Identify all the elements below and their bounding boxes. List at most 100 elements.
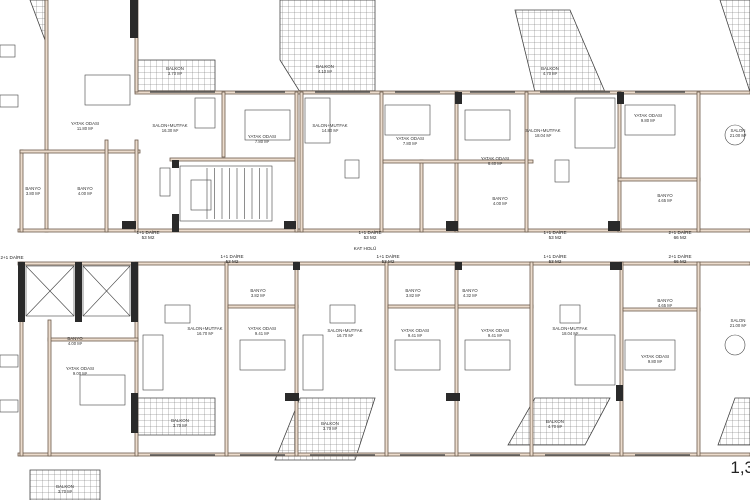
unit-area: 66 M2 xyxy=(674,235,687,240)
room-area: 6.40 M² xyxy=(488,161,503,166)
balcony xyxy=(29,0,46,41)
balcony xyxy=(719,0,750,93)
room-name: BALKON xyxy=(546,419,564,424)
room-area: 3.70 M² xyxy=(173,423,188,428)
room-area: 9.41 M² xyxy=(255,331,270,336)
room-name: SALON+MUTFAK xyxy=(152,123,187,128)
room-area: 3.82 M² xyxy=(251,293,266,298)
room-name: SALON+MUTFAK xyxy=(312,123,347,128)
room-area: 3.70 M² xyxy=(323,426,338,431)
balcony xyxy=(134,59,216,93)
room-area: 4.00 M² xyxy=(78,191,93,196)
room-area: 21.00 M² xyxy=(730,323,747,328)
unit-type: 1+1 DAİRE xyxy=(136,229,159,235)
balcony xyxy=(279,0,376,93)
corridor-label: KAT HOLÜ xyxy=(354,245,377,251)
room-area: 9.41 M² xyxy=(408,333,423,338)
unit-area: 53 M2 xyxy=(142,235,155,240)
room-name: BALKON xyxy=(316,64,334,69)
room-area: 9.41 M² xyxy=(488,333,503,338)
unit-area: 53 M2 xyxy=(226,259,239,264)
unit-type: 2+1 DAİRE xyxy=(668,229,691,235)
room-name: YATAK ODASI xyxy=(248,326,276,331)
room-name: BANYO xyxy=(405,288,421,293)
room-area: 4.70 M² xyxy=(543,71,558,76)
room-name: BANYO xyxy=(250,288,266,293)
room-name: YATAK ODASI xyxy=(396,136,424,141)
room-name: SALON+MUTFAK xyxy=(552,326,587,331)
balconies xyxy=(29,0,750,500)
unit-area: 53 M2 xyxy=(364,235,377,240)
room-name: BANYO xyxy=(67,336,83,341)
walls xyxy=(17,0,750,457)
balcony xyxy=(137,397,216,436)
room-name: BANYO xyxy=(77,186,93,191)
room-area: 4.00 M² xyxy=(493,201,508,206)
room-name: BALKON xyxy=(171,418,189,423)
room-area: 16.70 M² xyxy=(337,333,354,338)
windows xyxy=(150,91,690,456)
balcony xyxy=(274,397,376,461)
room-area: 18.04 M² xyxy=(535,133,552,138)
room-name: SALON+MUTFAK xyxy=(327,328,362,333)
room-area: 9.80 M² xyxy=(648,359,663,364)
unit-area: 66 M2 xyxy=(674,259,687,264)
room-area: 16.30 M² xyxy=(162,128,179,133)
room-area: 4.70 M² xyxy=(548,424,563,429)
room-area: 4.65 M² xyxy=(658,303,673,308)
room-area: 7.80 M² xyxy=(255,139,270,144)
furniture xyxy=(0,44,746,413)
room-name: BALKON xyxy=(321,421,339,426)
balcony xyxy=(514,9,606,93)
room-area: 4.10 M² xyxy=(318,69,333,74)
room-name: BANYO xyxy=(492,196,508,201)
room-name: BALKON xyxy=(541,66,559,71)
room-name: YATAK ODASI xyxy=(481,328,509,333)
room-area: 9.00 M² xyxy=(73,371,88,376)
room-name: BANYO xyxy=(657,298,673,303)
room-area: 9.80 M² xyxy=(641,118,656,123)
unit-area: 53 M2 xyxy=(549,259,562,264)
room-area: 21.00 M² xyxy=(730,133,747,138)
room-name: YATAK ODASI xyxy=(248,134,276,139)
unit-type: 1+1 DAİRE xyxy=(376,253,399,259)
unit-area: 53 M2 xyxy=(549,235,562,240)
room-area: 3.70 M² xyxy=(58,489,73,494)
room-name: YATAK ODASI xyxy=(481,156,509,161)
room-area: 3.82 M² xyxy=(406,293,421,298)
room-area: 16.70 M² xyxy=(197,331,214,336)
room-area: 3.70 M² xyxy=(168,71,183,76)
room-name: BALKON xyxy=(56,484,74,489)
room-name: YATAK ODASI xyxy=(401,328,429,333)
